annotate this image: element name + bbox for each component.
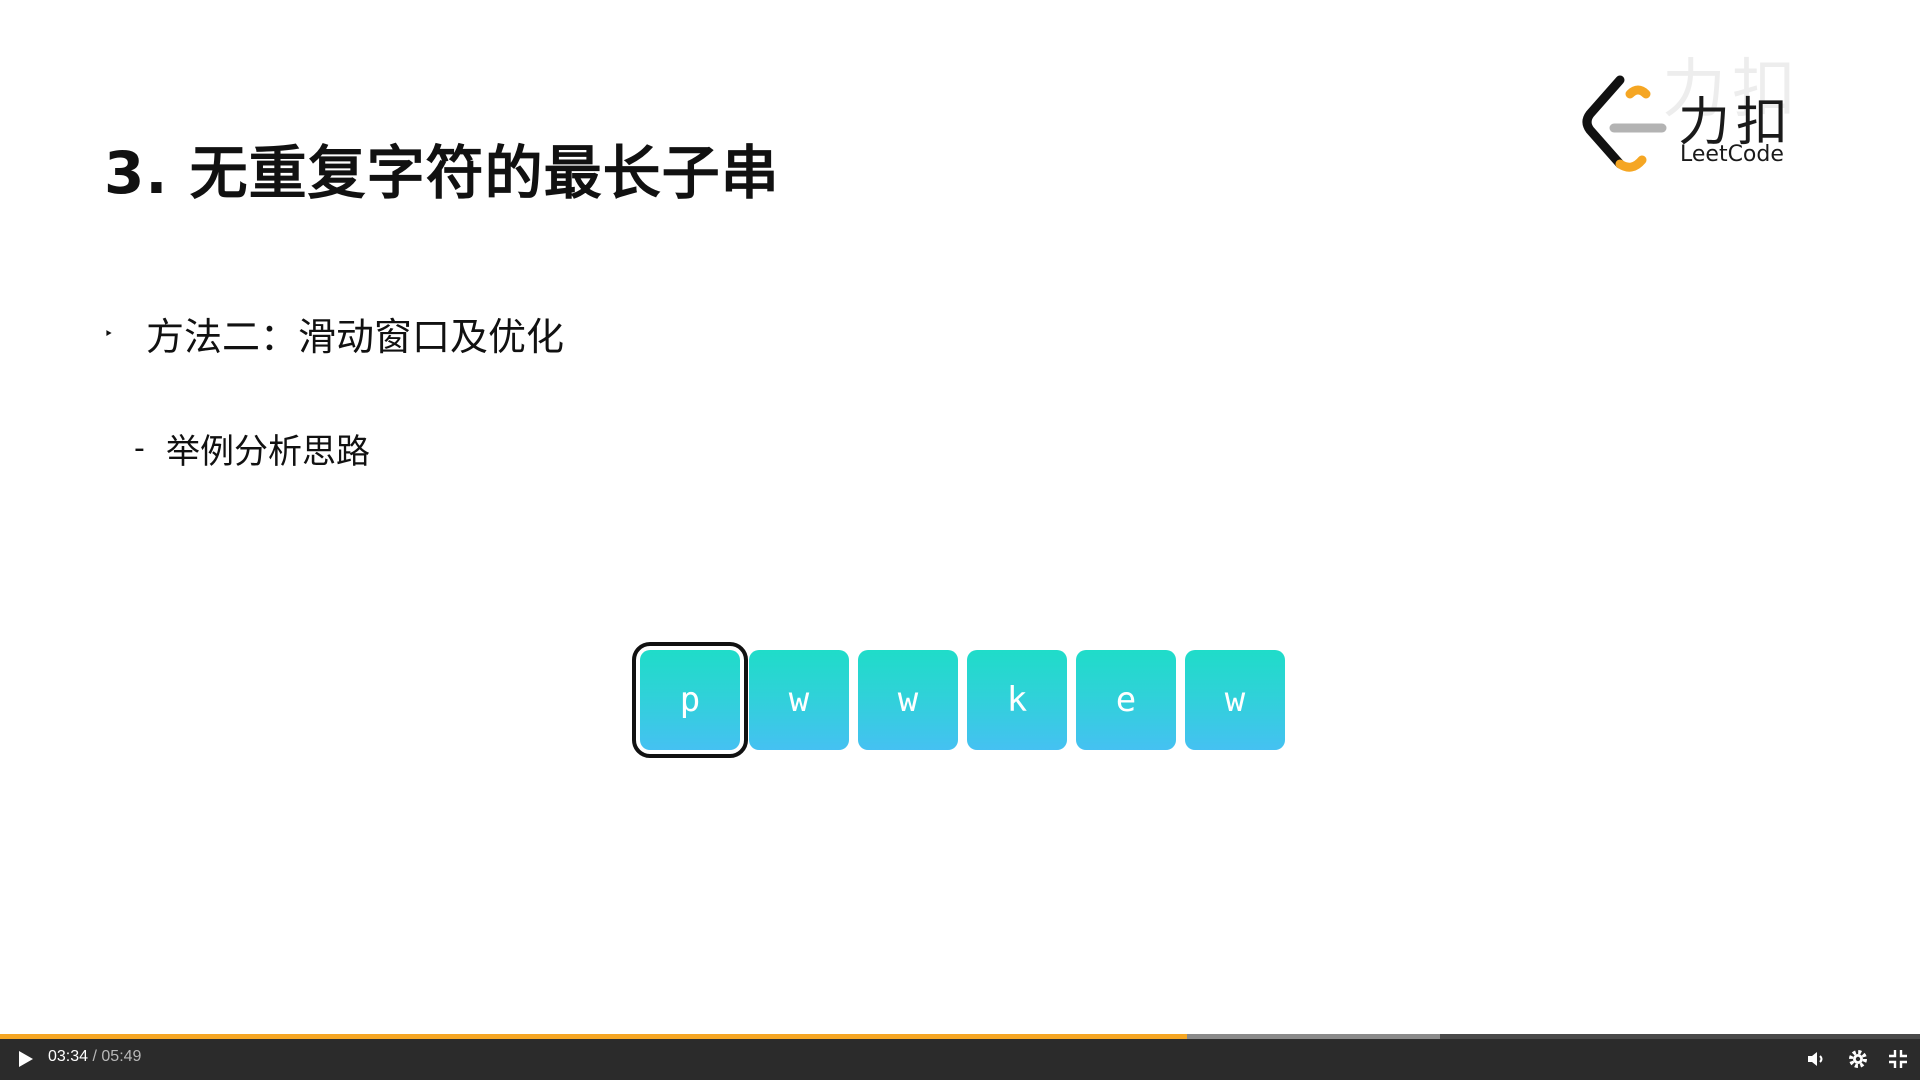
- string-cell: p: [632, 642, 748, 758]
- duration: 05:49: [101, 1048, 142, 1065]
- sub-item-text: 举例分析思路: [166, 432, 370, 472]
- string-cell: w: [749, 650, 849, 750]
- leetcode-logo: 力扣 力扣 LeetCode: [1580, 38, 1900, 178]
- logo-text-en: LeetCode: [1680, 142, 1784, 167]
- slide-title: 3. 无重复字符的最长子串: [104, 139, 780, 207]
- sub-marker: -: [134, 431, 145, 466]
- string-cell: w: [1185, 650, 1285, 750]
- bullet-item: ‣ 方法二：滑动窗口及优化: [104, 306, 564, 361]
- progress-bar[interactable]: [0, 1034, 1920, 1039]
- time-display: 03:34 / 05:49: [48, 1048, 141, 1066]
- current-time: 03:34: [48, 1048, 89, 1065]
- time-separator: /: [92, 1048, 97, 1065]
- string-cell: e: [1076, 650, 1176, 750]
- string-cell: w: [858, 650, 958, 750]
- logo-watermark: 力扣: [1662, 53, 1802, 127]
- logo-text-cn: 力扣: [1678, 93, 1795, 153]
- video-control-bar: 03:34 / 05:49: [0, 1036, 1920, 1080]
- sub-item: - 举例分析思路: [134, 424, 370, 473]
- bullet-marker: ‣: [104, 324, 114, 343]
- bullet-text: 方法二：滑动窗口及优化: [146, 315, 565, 359]
- slide: 3. 无重复字符的最长子串 力扣 力扣 LeetCode ‣ 方法二：滑动窗口及…: [104, 38, 1900, 758]
- progress-played: [0, 1034, 1187, 1039]
- string-cell: k: [967, 650, 1067, 750]
- settings-icon[interactable]: [1846, 1047, 1870, 1071]
- leetcode-mark-icon: [1582, 75, 1667, 172]
- play-icon[interactable]: [14, 1048, 36, 1070]
- exit-fullscreen-icon[interactable]: [1886, 1047, 1910, 1071]
- volume-icon[interactable]: [1805, 1047, 1829, 1071]
- string-cells: p w w k e w: [632, 642, 1290, 758]
